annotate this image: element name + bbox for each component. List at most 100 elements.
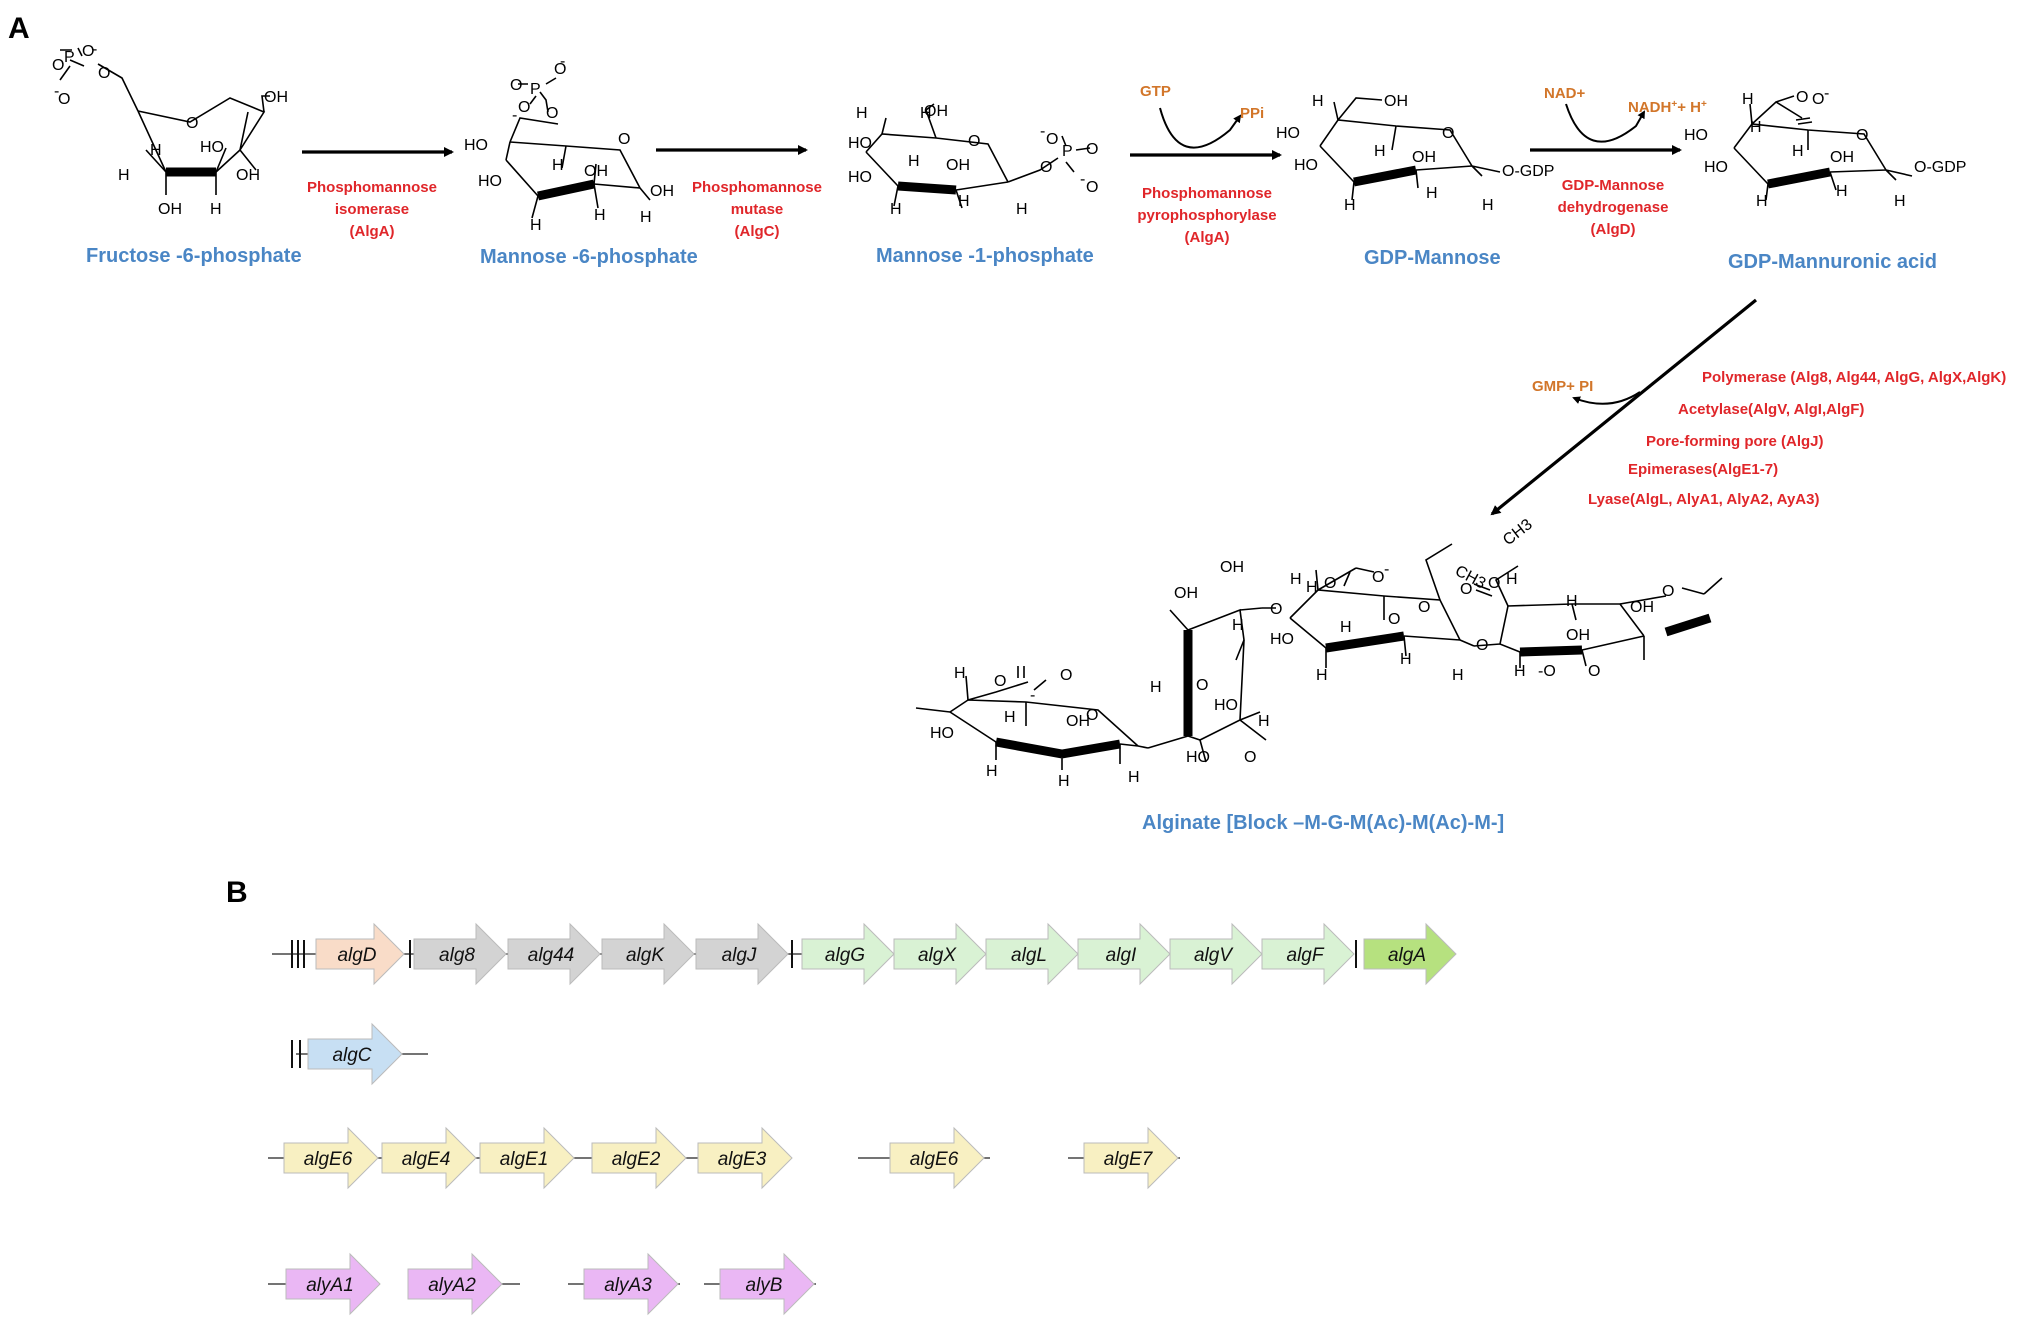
fructose-6-phosphate-structure: P O O - O - O O OH H H OH HO H OH: [52, 41, 288, 218]
svg-text:O: O: [1060, 667, 1072, 684]
gene-arrow-algE4: [381, 1126, 477, 1190]
svg-text:-: -: [512, 107, 517, 124]
gene-label-algV: algV: [1194, 945, 1234, 966]
svg-text:pyrophosphorylase: pyrophosphorylase: [1137, 207, 1276, 224]
svg-text:O: O: [1040, 159, 1052, 176]
svg-text:H: H: [1400, 651, 1412, 668]
svg-text:O: O: [968, 133, 980, 150]
enzyme-phosphomannose-mutase: Phosphomannose mutase (AlgC): [692, 179, 822, 240]
svg-text:O: O: [546, 105, 558, 122]
svg-text:H: H: [640, 209, 652, 226]
nad-nadh-curve: [1565, 103, 1645, 143]
svg-text:H: H: [1316, 667, 1328, 684]
svg-text:H: H: [594, 207, 606, 224]
svg-text:HO: HO: [1704, 159, 1728, 176]
gene-arrow-algA: [1363, 922, 1457, 986]
svg-text:H: H: [920, 105, 932, 122]
enzyme-phosphomannose-pyrophosphorylase: Phosphomannose pyrophosphorylase (AlgA): [1137, 185, 1276, 246]
svg-text:OH: OH: [584, 163, 608, 180]
svg-text:Phosphomannose: Phosphomannose: [1142, 185, 1272, 202]
gene-label-alg44: alg44: [528, 945, 575, 966]
svg-text:H: H: [1004, 709, 1016, 726]
svg-text:OH: OH: [650, 183, 674, 200]
gene-label-alyA2: alyA2: [428, 1275, 476, 1296]
gene-label-algE1: algE1: [500, 1149, 549, 1170]
svg-text:HO: HO: [1270, 631, 1294, 648]
gene-arrow-algG: [801, 922, 895, 986]
svg-text:OH: OH: [1412, 149, 1436, 166]
svg-text:HO: HO: [1186, 749, 1210, 766]
svg-text:mutase: mutase: [731, 201, 784, 218]
svg-text:O: O: [1662, 583, 1674, 600]
svg-text:OH: OH: [1220, 559, 1244, 576]
svg-text:O: O: [1086, 141, 1098, 158]
svg-text:O: O: [1460, 581, 1472, 598]
svg-text:H: H: [1290, 571, 1302, 588]
svg-text:HO: HO: [848, 135, 872, 152]
compound-m1p: Mannose -1-phosphate: [876, 245, 1094, 267]
compound-m6p: Mannose -6-phosphate: [480, 246, 698, 268]
compound-f6p: Fructose -6-phosphate: [86, 245, 302, 267]
gene-label-algD: algD: [337, 945, 376, 966]
svg-text:OH: OH: [1066, 713, 1090, 730]
svg-text:-: -: [54, 83, 59, 100]
svg-text:O: O: [1588, 663, 1600, 680]
gmp-release-curve: [1572, 391, 1641, 405]
svg-text:O: O: [1796, 89, 1808, 106]
gene-label-algX: algX: [918, 945, 957, 966]
svg-text:O: O: [186, 115, 198, 132]
enzyme-acetylase: Acetylase(AlgV, AlgI,AlgF): [1678, 401, 1864, 418]
svg-text:H: H: [1058, 773, 1070, 790]
mannose-6-phosphate-structure: P O O - O - O O HO HO H OH H H OH H: [464, 53, 674, 234]
gene-arrow-algE1: [479, 1126, 575, 1190]
svg-text:-: -: [1040, 123, 1045, 140]
gene-arrow-algV: [1169, 922, 1263, 986]
svg-text:H: H: [1792, 143, 1804, 160]
cofactor-nadh: NADH++ H+: [1628, 99, 1707, 117]
gdp-mannose-structure: H OH HO HO O H OH H H H O-GDP: [1276, 93, 1554, 214]
gene-label-alg8: alg8: [439, 945, 475, 966]
svg-text:O-GDP: O-GDP: [1914, 159, 1966, 176]
svg-text:O: O: [1442, 125, 1454, 142]
svg-text:O: O: [1046, 131, 1058, 148]
svg-text:H: H: [1150, 679, 1162, 696]
gene-label-algA: algA: [1388, 945, 1426, 966]
svg-text:HO: HO: [930, 725, 954, 742]
svg-text:P: P: [1062, 143, 1073, 160]
svg-text:H: H: [1374, 143, 1386, 160]
svg-text:O: O: [52, 57, 64, 74]
svg-text:H: H: [1750, 119, 1762, 136]
svg-text:O: O: [1196, 677, 1208, 694]
svg-text:H: H: [908, 153, 920, 170]
svg-text:OH: OH: [236, 167, 260, 184]
svg-text:HO: HO: [478, 173, 502, 190]
svg-text:HO: HO: [464, 137, 488, 154]
gene-arrow-algC: [307, 1022, 403, 1086]
svg-text:-: -: [560, 53, 565, 70]
svg-text:O: O: [1418, 599, 1430, 616]
gene-arrow-algE3: [697, 1126, 793, 1190]
svg-text:isomerase: isomerase: [335, 201, 409, 218]
gene-label-algG: algG: [825, 945, 865, 966]
svg-text:dehydrogenase: dehydrogenase: [1558, 199, 1669, 216]
gene-arrow-algL: [985, 922, 1079, 986]
panel-b-label: B: [226, 876, 248, 909]
enzyme-pore: Pore-forming pore (AlgJ): [1646, 433, 1824, 450]
svg-text:H: H: [118, 167, 130, 184]
gene-label-alyA3: alyA3: [604, 1275, 652, 1296]
gene-arrow-algX: [893, 922, 987, 986]
svg-text:-: -: [1030, 687, 1035, 704]
gene-arrow-alyA3: [583, 1252, 679, 1316]
svg-text:H: H: [210, 201, 222, 218]
svg-text:O: O: [1270, 601, 1282, 618]
compound-alginate: Alginate [Block –M-G-M(Ac)-M(Ac)-M-]: [1142, 812, 1504, 834]
svg-text:H: H: [150, 142, 162, 159]
gene-arrow-algE7: [1083, 1126, 1179, 1190]
svg-text:O: O: [1488, 575, 1500, 592]
svg-text:H: H: [1506, 571, 1518, 588]
svg-text:-: -: [1824, 85, 1829, 102]
gene-arrow-alyA1: [285, 1252, 381, 1316]
svg-text:Phosphomannose: Phosphomannose: [692, 179, 822, 196]
